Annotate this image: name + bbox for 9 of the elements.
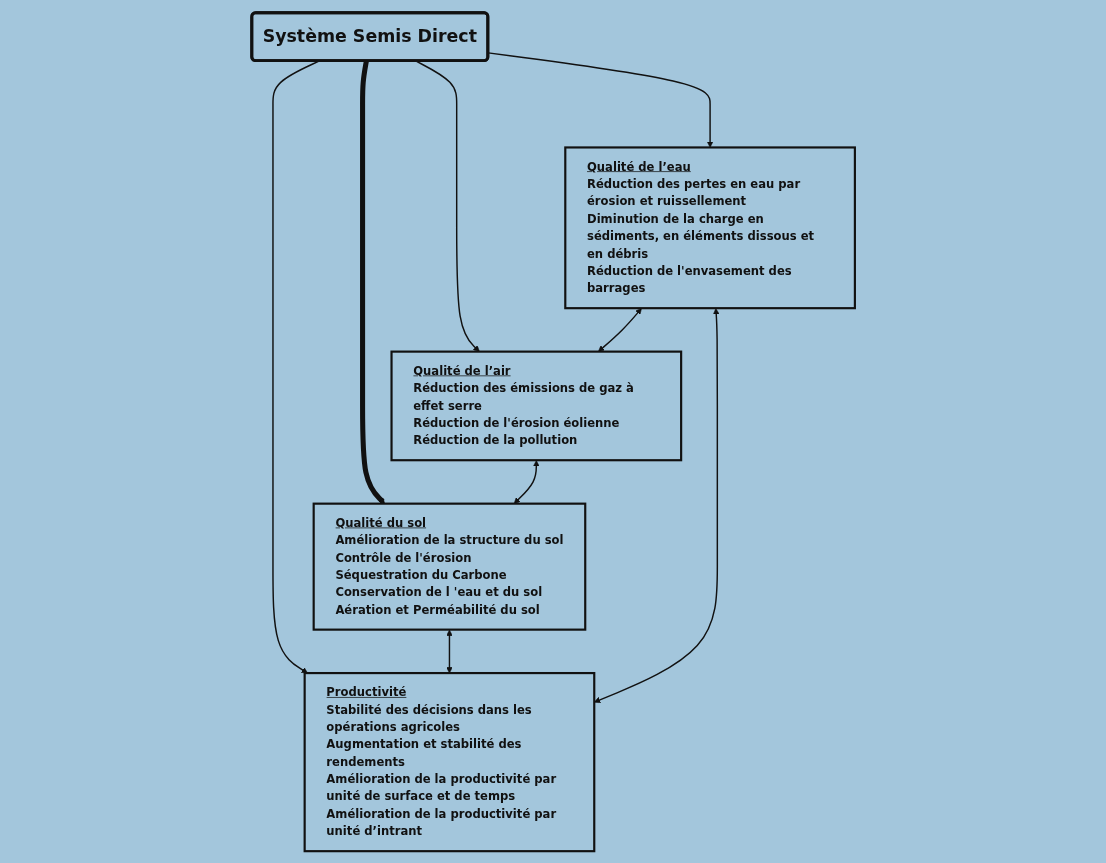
- arrow: [445, 629, 453, 673]
- node-box: Productivité Stabilité des décisions dans les opérations agricoles Augmentation et stabilité des rendements Amélioration de la productivité par unité de surface et de temps Amélioration de la productivité par unité d’intrant: [303, 671, 595, 852]
- node-box: Qualité du sol Amélioration de la structure du sol Contrôle de l'érosion Séquestration du Carbone Conservation de l 'eau et du sol Aération et Perméabilité du sol: [312, 502, 586, 631]
- arrow: [593, 307, 720, 703]
- arrow: [359, 60, 385, 504]
- arrow: [513, 459, 540, 504]
- node-box: Qualité de l’air Réduction des émissions de gaz à effet serre Réduction de l'érosion éolienne Réduction de la pollution: [390, 350, 682, 461]
- arrow: [597, 307, 642, 352]
- node-box: Qualité de l’eau Réduction des pertes en eau par érosion et ruissellement Diminution de la charge en sédiments, en éléments dissous et en débris Réduction de l'envasement des barrages: [563, 145, 856, 309]
